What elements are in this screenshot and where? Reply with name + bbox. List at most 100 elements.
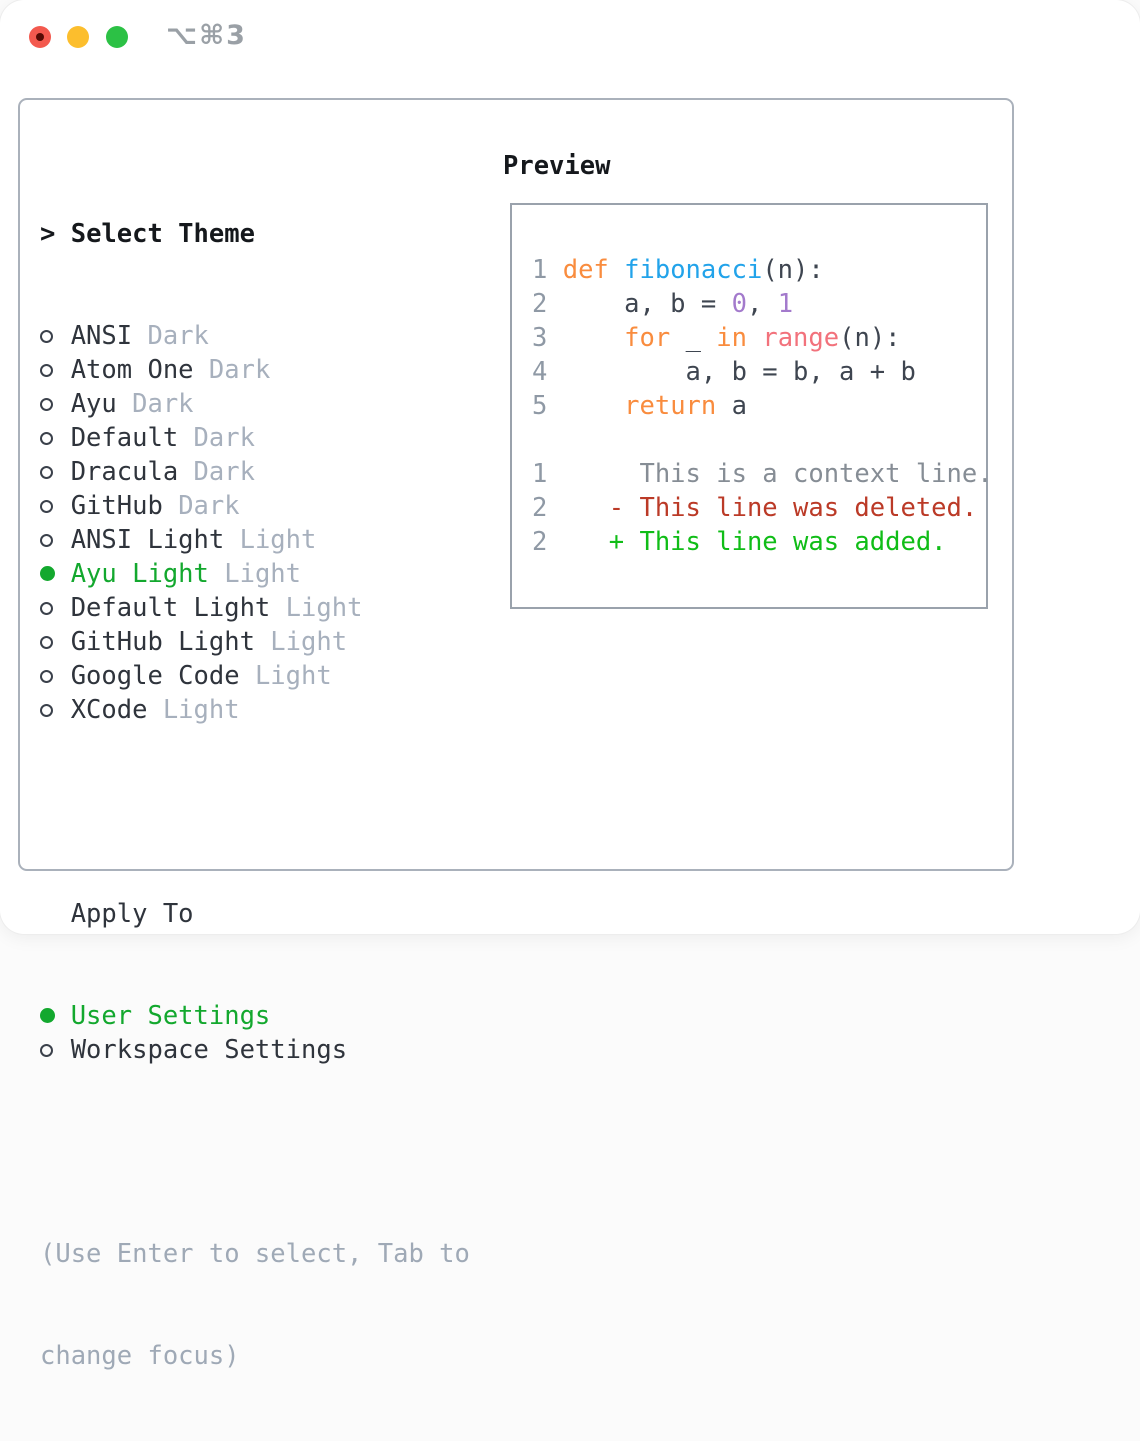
option-label: Atom One xyxy=(70,355,194,385)
option-label: ANSI Light xyxy=(70,525,225,555)
diff-deleted-line: 2 - This line was deleted. xyxy=(532,491,993,525)
line-segment: 1 xyxy=(532,459,548,489)
radio-unselected-icon xyxy=(40,421,71,455)
theme-option[interactable]: Google Code Light xyxy=(40,659,490,693)
radio-unselected-icon xyxy=(40,353,71,387)
option-label: XCode xyxy=(70,695,148,725)
theme-option[interactable]: Default Dark xyxy=(40,421,490,455)
radio-unselected-icon xyxy=(40,659,71,693)
radio-unselected-icon xyxy=(40,455,71,489)
minimize-button[interactable] xyxy=(67,26,89,48)
close-dot-icon xyxy=(36,33,44,41)
radio-unselected-icon xyxy=(40,489,71,523)
line-segment: 2 xyxy=(532,493,548,523)
line-segment: a xyxy=(731,391,747,421)
option-label: ANSI xyxy=(70,321,133,351)
line-segment: def xyxy=(562,255,625,285)
apply-to-option[interactable]: Workspace Settings xyxy=(40,1033,490,1067)
theme-type-badge: Dark xyxy=(193,423,255,453)
theme-type-badge: Dark xyxy=(147,321,209,351)
line-segment: (n): xyxy=(762,255,824,285)
option-label: Workspace Settings xyxy=(70,1035,348,1065)
close-button[interactable] xyxy=(29,26,51,48)
line-segment: 5 xyxy=(532,391,563,421)
theme-type-badge: Dark xyxy=(193,457,255,487)
line-segment xyxy=(563,391,624,421)
option-label: Ayu xyxy=(70,389,117,419)
radio-unselected-icon xyxy=(40,1033,71,1067)
code-line: 2 a, b = 0, 1 xyxy=(532,287,993,321)
diff-added-line: 2 + This line was added. xyxy=(532,525,993,559)
code-line: 1 def fibonacci(n): xyxy=(532,253,993,287)
radio-selected-icon xyxy=(40,557,71,591)
blank-line xyxy=(532,423,993,457)
prompt-icon: > xyxy=(40,219,56,249)
apply-to-header: Apply To xyxy=(40,897,490,931)
apply-to-option[interactable]: User Settings xyxy=(40,999,490,1033)
spacer-row xyxy=(40,795,490,829)
line-segment: + This line was added. xyxy=(547,527,947,557)
line-segment: range xyxy=(762,323,840,353)
theme-option[interactable]: Ayu Light Light xyxy=(40,557,490,591)
option-label: GitHub xyxy=(70,491,163,521)
theme-type-badge: Dark xyxy=(208,355,271,385)
line-segment: for xyxy=(624,323,686,353)
option-label: GitHub Light xyxy=(70,627,255,657)
line-segment: in xyxy=(716,323,763,353)
line-segment: return xyxy=(624,391,732,421)
radio-unselected-icon xyxy=(40,319,71,353)
line-segment: a, b = b, a + b xyxy=(562,357,916,387)
theme-type-badge: Dark xyxy=(178,491,240,521)
code-line: 4 a, b = b, a + b xyxy=(532,355,993,389)
theme-option[interactable]: GitHub Dark xyxy=(40,489,490,523)
theme-option[interactable]: Default Light Light xyxy=(40,591,490,625)
hint-line-1: (Use Enter to select, Tab to xyxy=(40,1239,470,1269)
line-segment: - This line was deleted. xyxy=(547,493,978,523)
zoom-button[interactable] xyxy=(106,26,128,48)
radio-selected-icon xyxy=(40,999,71,1033)
line-segment: (n): xyxy=(839,323,901,353)
theme-option[interactable]: ANSI Dark xyxy=(40,319,490,353)
line-segment: a, b = xyxy=(562,289,732,319)
theme-type-badge: Light xyxy=(285,593,363,623)
preview-title: Preview xyxy=(503,151,611,181)
option-label: Ayu Light xyxy=(70,559,209,589)
option-label: Default xyxy=(70,423,179,453)
theme-option[interactable]: GitHub Light Light xyxy=(40,625,490,659)
theme-option[interactable]: ANSI Light Light xyxy=(40,523,490,557)
radio-unselected-icon xyxy=(40,625,71,659)
theme-option[interactable]: Ayu Dark xyxy=(40,387,490,421)
line-segment: 3 xyxy=(532,323,563,353)
spacer-row xyxy=(40,1135,490,1169)
option-label: Default Light xyxy=(70,593,271,623)
theme-type-badge: Dark xyxy=(132,389,194,419)
radio-unselected-icon xyxy=(40,693,71,727)
line-segment: 1 xyxy=(532,255,563,285)
radio-unselected-icon xyxy=(40,387,71,421)
radio-unselected-icon xyxy=(40,591,71,625)
diff-context-line: 1 This is a context line. xyxy=(532,457,993,491)
theme-option[interactable]: Atom One Dark xyxy=(40,353,490,387)
theme-type-badge: Light xyxy=(254,661,332,691)
option-label: Dracula xyxy=(70,457,179,487)
line-segment: 0 xyxy=(731,289,747,319)
line-segment: _ xyxy=(685,323,717,353)
radio-unselected-icon xyxy=(40,523,71,557)
theme-option[interactable]: XCode Light xyxy=(40,693,490,727)
theme-list-title: Select Theme xyxy=(70,219,255,249)
line-segment: 4 xyxy=(532,357,563,387)
line-segment: 2 xyxy=(532,289,563,319)
window-title: ⌥⌘3 xyxy=(166,20,247,51)
code-line: 3 for _ in range(n): xyxy=(532,321,993,355)
code-line: 5 return a xyxy=(532,389,993,423)
line-segment: fibonacci xyxy=(624,255,763,285)
hint-line-2: change focus) xyxy=(40,1341,240,1371)
apply-to-title: Apply To xyxy=(70,899,194,929)
theme-option[interactable]: Dracula Dark xyxy=(40,455,490,489)
